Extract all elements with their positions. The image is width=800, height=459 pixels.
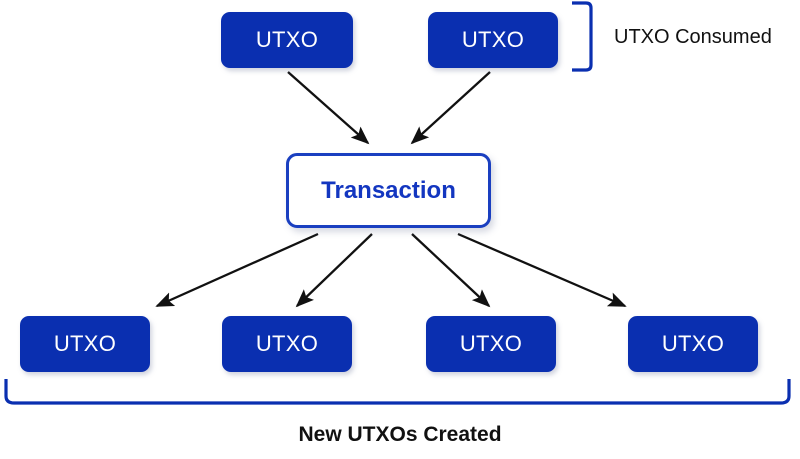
arrow-output-3 [411, 233, 491, 308]
utxo-output-label-2: UTXO [255, 331, 319, 356]
utxo-output-box-4[interactable]: UTXO [628, 316, 758, 372]
input-arrows [287, 71, 491, 145]
output-arrows [155, 232, 627, 308]
utxo-output-label-1: UTXO [53, 331, 117, 356]
utxo-output-box-1[interactable]: UTXO [20, 316, 150, 372]
arrow-output-4 [457, 232, 627, 308]
consumed-bracket [572, 1, 593, 72]
utxo-output-label-4: UTXO [661, 331, 725, 356]
utxo-output-box-3[interactable]: UTXO [426, 316, 556, 372]
created-caption: New UTXOs Created [298, 423, 502, 446]
consumed-caption: UTXO Consumed [614, 26, 772, 48]
transaction-label: Transaction [321, 176, 456, 204]
utxo-output-box-2[interactable]: UTXO [222, 316, 352, 372]
created-bracket [4, 379, 791, 405]
transaction-box[interactable]: Transaction [286, 153, 491, 228]
arrow-output-2 [295, 233, 373, 308]
utxo-output-label-3: UTXO [459, 331, 523, 356]
utxo-input-label-2: UTXO [461, 27, 525, 52]
arrow-output-1 [155, 232, 319, 308]
utxo-input-box-2[interactable]: UTXO [428, 12, 558, 68]
utxo-input-label-1: UTXO [255, 27, 319, 52]
utxo-input-box-1[interactable]: UTXO [221, 12, 353, 68]
arrow-input-1 [287, 71, 370, 145]
arrow-input-2 [410, 71, 491, 145]
